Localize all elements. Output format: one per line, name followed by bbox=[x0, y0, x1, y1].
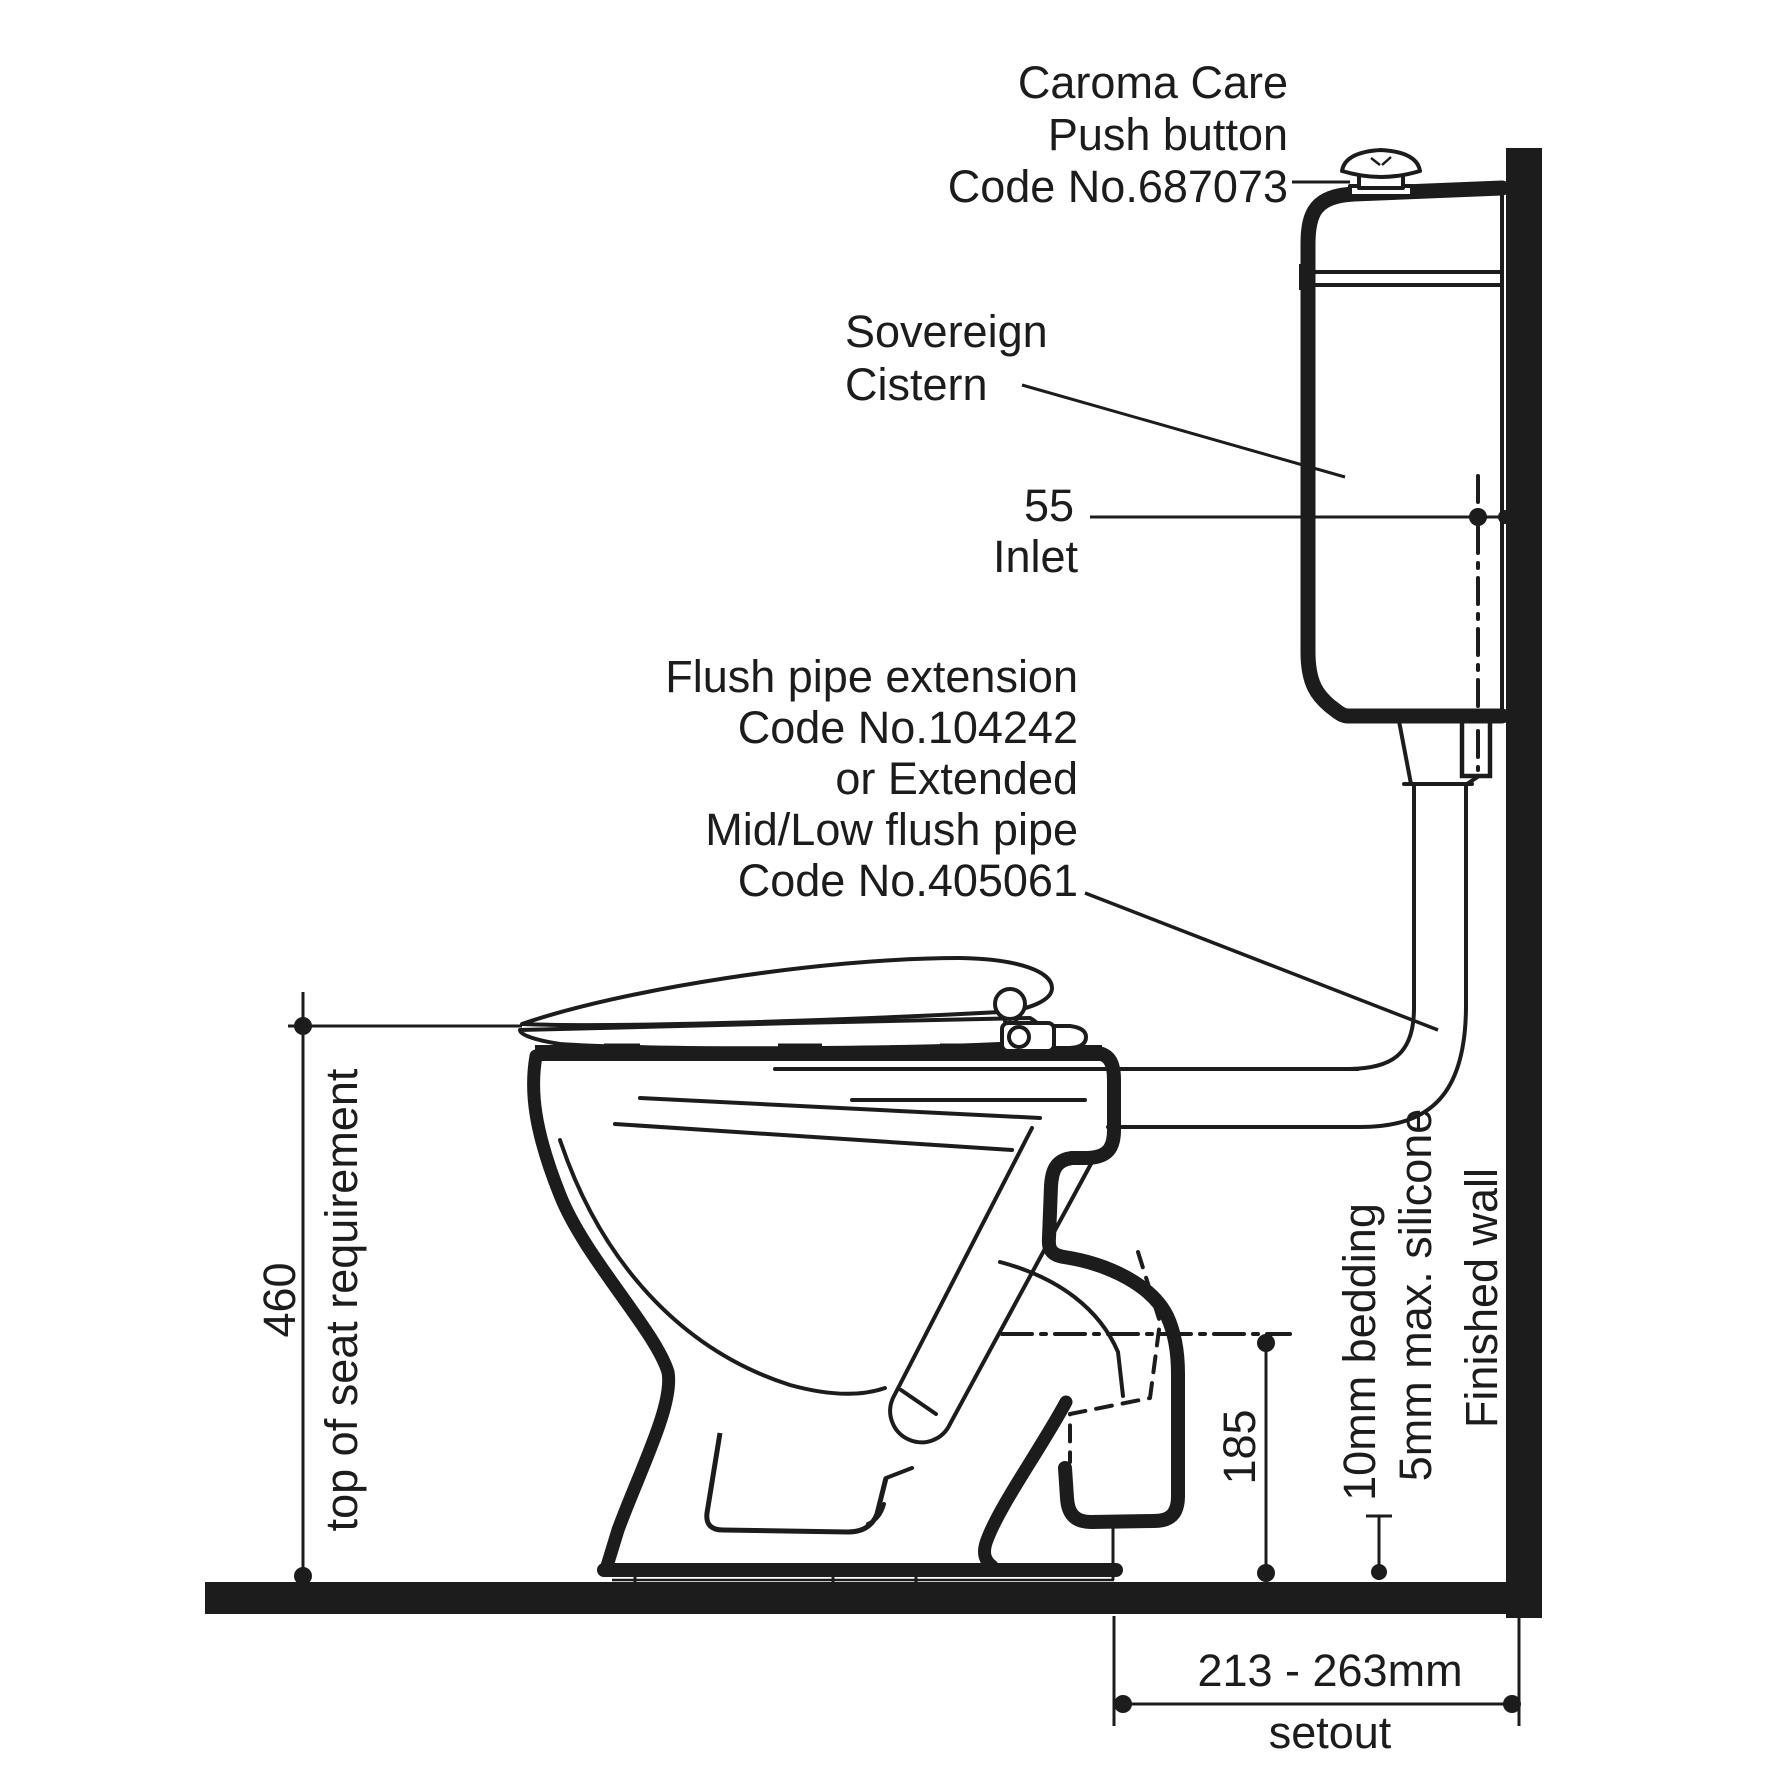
label-seat-height-value: 460 bbox=[254, 1262, 305, 1337]
cistern-lid-lip bbox=[1299, 264, 1314, 290]
flush-pipe-inner-edge bbox=[1348, 782, 1416, 1071]
label-bedding-line1: 10mm bedding bbox=[1334, 1203, 1385, 1501]
dimension-dot bbox=[1257, 1334, 1275, 1352]
seat-hinge-pin bbox=[1007, 1025, 1031, 1049]
push-button-cap bbox=[1340, 148, 1422, 179]
label-outlet-height-value: 185 bbox=[1214, 1409, 1265, 1484]
toilet-lid bbox=[520, 956, 1054, 1028]
cistern-outline bbox=[1300, 180, 1510, 724]
label-setout: setout bbox=[1269, 1707, 1392, 1758]
label-push-button-line1: Caroma Care bbox=[1018, 57, 1288, 108]
dimension-outlet-height bbox=[1257, 1334, 1275, 1582]
dimension-dot bbox=[294, 1567, 312, 1585]
pan-rear-and-horn-outline bbox=[1041, 1046, 1185, 1529]
label-flush-pipe-line4: Mid/Low flush pipe bbox=[705, 804, 1078, 855]
label-finished-wall: Finished wall bbox=[1456, 1168, 1507, 1428]
dimension-dot bbox=[1469, 508, 1487, 526]
label-seat-height: top of seat requirement bbox=[316, 1068, 367, 1531]
label-cistern-line2: Cistern bbox=[845, 359, 988, 410]
label-flush-pipe-line3: or Extended bbox=[835, 753, 1078, 804]
outlet-horn-inner-line bbox=[998, 1260, 1125, 1398]
label-setout-value: 213 - 263mm bbox=[1197, 1645, 1462, 1696]
label-push-button-line2: Push button bbox=[1048, 109, 1288, 160]
dimension-setout bbox=[1112, 1616, 1521, 1726]
dimension-inlet bbox=[1090, 508, 1512, 526]
dimension-dot bbox=[1114, 1695, 1132, 1713]
pan-rear-foot bbox=[978, 1395, 1073, 1573]
label-flush-pipe-line1: Flush pipe extension bbox=[665, 651, 1078, 702]
bowl-inner-wall bbox=[558, 1138, 887, 1396]
flush-valve-funnel-left bbox=[1397, 719, 1413, 786]
bowl-line-upper bbox=[638, 1096, 1042, 1120]
dimension-bedding bbox=[1366, 1514, 1392, 1580]
cistern-lid-seam bbox=[1310, 270, 1504, 287]
toilet-pan bbox=[527, 1045, 1185, 1577]
floor-bar bbox=[205, 1582, 1542, 1614]
base-channel-inner-line bbox=[866, 1502, 886, 1526]
flush-pipe bbox=[1348, 717, 1493, 1129]
strap-hidden-outline bbox=[1068, 1250, 1162, 1464]
push-button bbox=[1340, 148, 1422, 198]
dimension-dot bbox=[1257, 1564, 1275, 1582]
dimension-dot bbox=[294, 1017, 312, 1035]
lid-knuckle bbox=[993, 987, 1027, 1021]
flush-pipe-outer-edge bbox=[1358, 782, 1468, 1129]
label-flush-pipe-line5: Code No.405061 bbox=[738, 855, 1078, 906]
dimension-seat-height bbox=[288, 992, 522, 1585]
dimension-dot bbox=[1371, 1564, 1387, 1580]
leader-lines bbox=[1021, 180, 1439, 1032]
trap-leg-tip-line bbox=[899, 1388, 938, 1416]
cistern bbox=[1299, 180, 1510, 772]
push-button-cap-detail bbox=[1370, 156, 1392, 166]
text-annotations: Caroma Care Push button Code No.687073 S… bbox=[254, 57, 1507, 1758]
label-inlet-value: 55 bbox=[1024, 480, 1074, 531]
flush-pipe-leader bbox=[1084, 891, 1439, 1032]
dimension-dot bbox=[1498, 510, 1512, 524]
base-channel bbox=[704, 1432, 889, 1535]
pan-front-profile bbox=[527, 1049, 676, 1573]
label-inlet: Inlet bbox=[993, 531, 1079, 582]
label-cistern-line1: Sovereign bbox=[845, 306, 1048, 357]
dimension-dot bbox=[1503, 1695, 1521, 1713]
trap-leg-tube bbox=[888, 1126, 1094, 1445]
label-push-button-line3: Code No.687073 bbox=[948, 161, 1288, 212]
bowl-line-lower bbox=[613, 1122, 1014, 1152]
cistern-leader bbox=[1021, 383, 1346, 479]
seat-hinge-cap bbox=[1052, 1024, 1088, 1050]
base-channel-tick bbox=[884, 1466, 914, 1480]
seat-assembly bbox=[518, 956, 1088, 1053]
label-flush-pipe-line2: Code No.104242 bbox=[738, 702, 1078, 753]
finished-wall-bar bbox=[1506, 148, 1542, 1618]
label-bedding-line2: 5mm max. silicone bbox=[1390, 1109, 1441, 1482]
pan-interior-lines bbox=[558, 1067, 1362, 1582]
